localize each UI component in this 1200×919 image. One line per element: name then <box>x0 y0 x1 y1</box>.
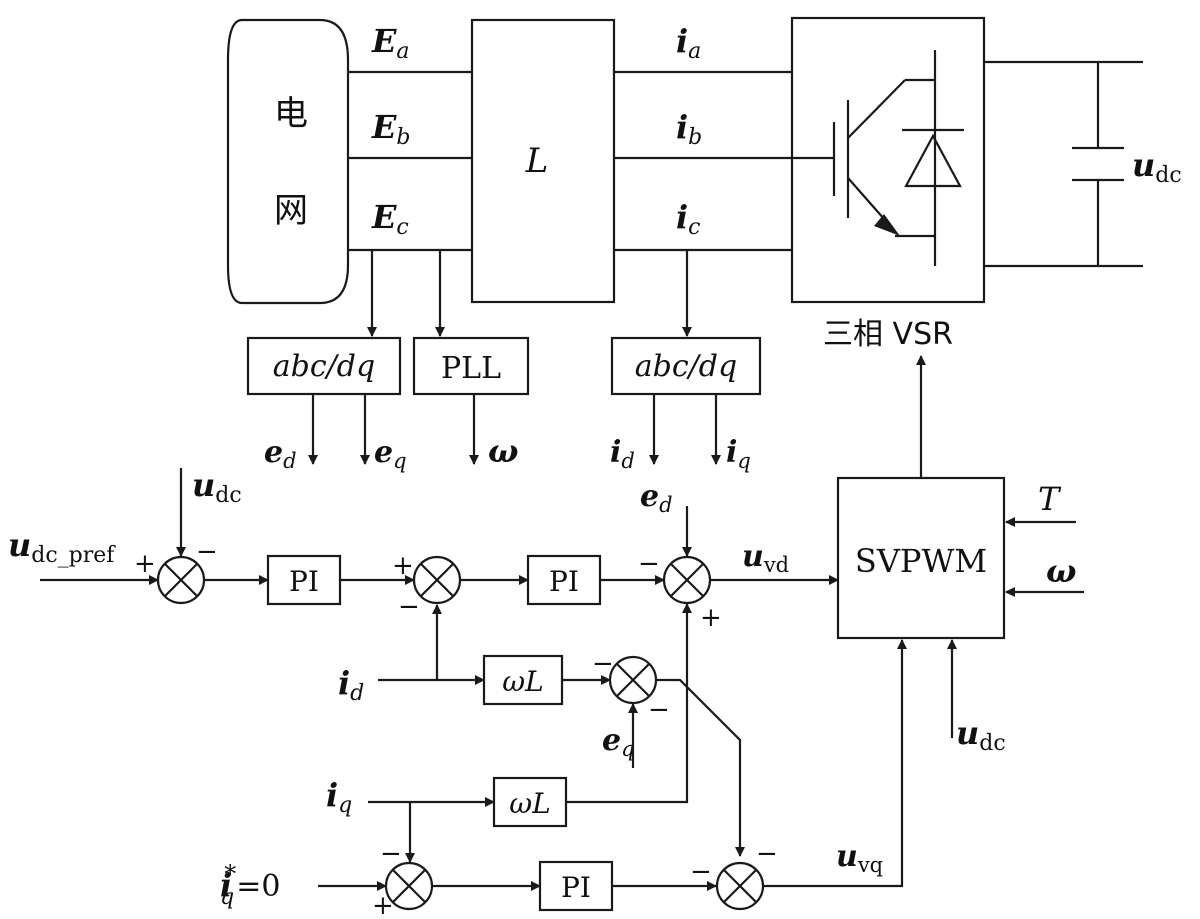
diode-icon <box>902 128 964 188</box>
svpwm-block <box>836 476 1006 640</box>
label-ia: ia <box>676 22 701 64</box>
label-ed-out: ed <box>264 435 297 473</box>
vsr-block: 三相 VSR <box>790 16 986 352</box>
label-eq-out: eq <box>374 435 407 473</box>
label-omega-in: ω <box>1046 552 1076 590</box>
transform-voltage-block <box>246 336 402 396</box>
sign-vq-minus-top: − <box>756 839 778 869</box>
pi-q-label: PI <box>561 871 591 904</box>
label-id-out: id <box>610 435 635 473</box>
inductor-block <box>470 18 616 304</box>
sign-d-plus: + <box>392 551 414 581</box>
label-eb: Eb <box>371 108 410 150</box>
dc-link: udc <box>984 60 1182 268</box>
label-ec: Ec <box>371 198 409 240</box>
omega-l-q-label: ωL <box>509 787 550 820</box>
sum-junction-vq <box>715 861 765 911</box>
omega-l-d-block <box>482 654 564 706</box>
sign-vd-minus: − <box>638 549 660 579</box>
transform-voltage-label: abc/dq <box>273 349 375 384</box>
grid-outline <box>226 18 350 305</box>
sum-junction-q <box>384 861 434 911</box>
pll-label: PLL <box>441 351 501 386</box>
omega-l-d-label: ωL <box>502 665 543 698</box>
label-ib: ib <box>676 108 702 150</box>
sign-outer-plus: + <box>134 549 156 579</box>
sign-coup-minus-bottom: − <box>648 695 670 725</box>
svpwm-label: SVPWM <box>855 542 987 580</box>
label-ed-ff: ed <box>640 479 673 517</box>
pi-outer-label: PI <box>289 565 319 598</box>
sum-junction-outer <box>156 555 206 605</box>
sign-q-minus: − <box>380 839 402 869</box>
sign-vd-plus: + <box>700 603 722 633</box>
label-udc-link: udc <box>1132 146 1182 188</box>
transform-current-label: abc/dq <box>635 349 737 384</box>
emitter-arrow-icon <box>874 214 900 236</box>
igbt-icon <box>792 50 937 266</box>
transform-current-block <box>610 336 762 396</box>
label-udc-fb: udc <box>192 466 242 508</box>
grid-label-2: 网 <box>274 191 308 231</box>
label-uvq: uvq <box>836 839 883 877</box>
sum-junction-vd <box>662 555 712 605</box>
sign-d-minus: − <box>398 592 420 622</box>
inductor-label: L <box>525 141 549 181</box>
line-coupling-to-sum-vq <box>656 678 745 857</box>
sum-junction-d <box>412 555 462 605</box>
label-iq-in: iq <box>326 776 352 818</box>
omega-l-q-block <box>492 776 568 828</box>
line-wl-q-to-sum-vd <box>566 603 692 804</box>
label-udc-svpwm: udc <box>956 714 1006 756</box>
sign-coup-minus-left: − <box>592 649 614 679</box>
pi-d-label: PI <box>549 565 579 598</box>
line-uvq-to-svpwm <box>763 639 907 888</box>
label-ic: ic <box>676 198 700 240</box>
label-iq-out: iq <box>726 435 751 473</box>
pll-block <box>412 336 530 396</box>
label-ea: Ea <box>371 22 410 64</box>
grid-label-1: 电 <box>274 94 308 134</box>
label-eq-in: eq <box>602 723 635 761</box>
sign-vq-minus-left: − <box>690 857 712 887</box>
label-uvd: uvd <box>742 539 789 577</box>
label-t-in: T <box>1038 480 1062 518</box>
label-udc-ref: udc_pref <box>8 526 116 568</box>
pi-outer-block <box>266 554 342 606</box>
grid-source: 电 网 <box>226 18 350 305</box>
vsr-outline <box>790 16 986 304</box>
label-iq-ref: iq*=0 <box>220 860 280 910</box>
label-id-in: id <box>338 664 364 706</box>
label-omega-out: ω <box>488 432 518 470</box>
sign-outer-minus: − <box>196 537 218 567</box>
vsr-label: 三相 VSR <box>823 317 953 352</box>
